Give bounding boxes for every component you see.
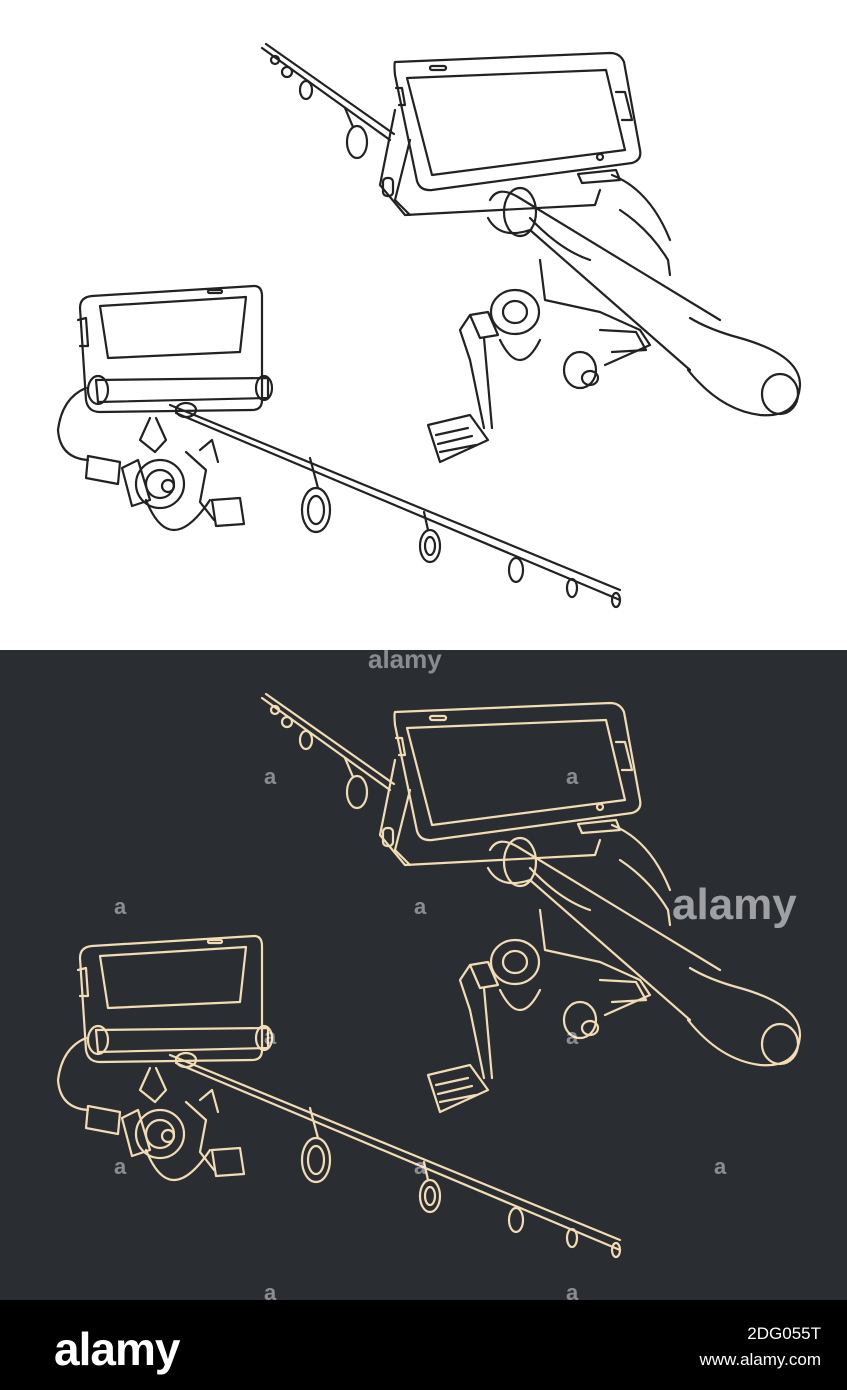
watermark-top-strip: alamy	[368, 644, 442, 674]
footer-url[interactable]: www.alamy.com	[699, 1350, 821, 1369]
top-panel-light	[0, 0, 847, 650]
upper-rod-tip	[260, 42, 396, 160]
watermark-letter: a	[714, 1154, 727, 1179]
upper-monitor-dark	[378, 701, 642, 867]
watermark-letter: a	[414, 894, 427, 919]
bottom-panel-dark	[0, 650, 847, 1300]
top-illustration	[56, 42, 802, 609]
lower-monitor	[76, 284, 274, 414]
lower-rod	[168, 401, 622, 609]
upper-monitor	[378, 51, 642, 217]
upper-reel-dark	[426, 908, 652, 1114]
watermark-letter: a	[566, 1024, 579, 1049]
lower-reel-dark	[56, 1036, 246, 1181]
upper-handle	[486, 173, 802, 417]
stock-footer: alamy 2DG055T www.alamy.com	[0, 1300, 847, 1390]
lower-monitor-dark	[76, 934, 274, 1064]
lower-reel	[56, 386, 246, 531]
bottom-illustration	[56, 692, 802, 1259]
watermark-letter: a	[414, 1154, 427, 1179]
watermark-letter: a	[114, 1154, 127, 1179]
upper-rod-tip-dark	[260, 692, 396, 810]
watermark-letter: a	[114, 894, 127, 919]
watermark-letter: a	[566, 764, 579, 789]
lower-rod-dark	[168, 1051, 622, 1259]
watermark-letter: a	[264, 1280, 277, 1305]
image-id: 2DG055T	[747, 1324, 821, 1343]
upper-reel	[426, 258, 652, 464]
watermark-letter: a	[264, 1024, 277, 1049]
upper-handle-dark	[486, 823, 802, 1067]
watermark-letter: a	[566, 1280, 579, 1305]
watermark-center: alamy	[672, 880, 797, 929]
watermark-letter: a	[264, 764, 277, 789]
footer-logo: alamy	[54, 1323, 180, 1375]
